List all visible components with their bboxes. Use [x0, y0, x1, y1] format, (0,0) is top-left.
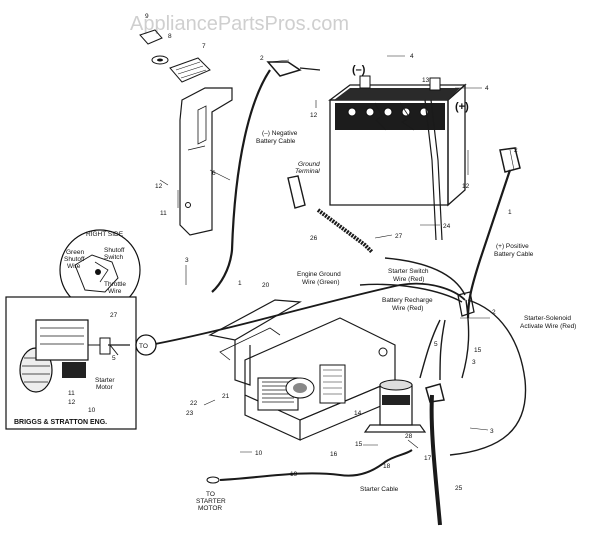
starter-switch-label-2: Wire (Red) — [393, 276, 424, 283]
right-side-label: RIGHT SIDE — [86, 231, 124, 238]
starter-motor-label-1: Starter — [95, 377, 115, 384]
throttle-label-2: Wire — [108, 288, 122, 295]
to-starter-label-2: STARTER — [196, 498, 226, 505]
callout-3b: 3 — [472, 359, 476, 366]
callout-12a: 12 — [310, 112, 318, 119]
callout-10a: 10 — [88, 407, 96, 414]
callout-26: 26 — [310, 235, 318, 242]
callout-27b: 27 — [110, 312, 118, 319]
ground-terminal-label-2: Terminal — [295, 168, 320, 175]
starter-switch-label-1: Starter Switch — [388, 268, 429, 275]
callout-7: 7 — [202, 43, 206, 50]
callout-1b: 1 — [238, 280, 242, 287]
ground-terminal-label-1: Ground — [298, 161, 320, 168]
starter-cable-label: Starter Cable — [360, 486, 399, 493]
callout-20: 20 — [262, 282, 270, 289]
negative-terminal-label: (–) — [352, 64, 366, 76]
callout-3a: 3 — [185, 257, 189, 264]
positive-terminal-label: (+) — [455, 101, 469, 113]
callout-15a: 15 — [474, 347, 482, 354]
callout-22: 22 — [190, 400, 198, 407]
callout-5b: 5 — [434, 341, 438, 348]
callout-2a: 2 — [260, 55, 264, 62]
to-starter-label-3: MOTOR — [198, 505, 222, 512]
callout-19: 19 — [290, 471, 298, 478]
battery — [328, 75, 467, 207]
callout-6: 6 — [212, 170, 216, 177]
knob-assembly — [139, 29, 211, 83]
engine-ground-label-2: Wire (Green) — [302, 279, 340, 286]
shutoff-switch-label-2: Switch — [104, 254, 124, 261]
right-side-inset — [59, 229, 141, 311]
engine — [19, 319, 119, 393]
callout-18: 18 — [383, 463, 391, 470]
callout-25: 25 — [455, 485, 463, 492]
callout-2b: 2 — [514, 147, 518, 154]
starter-motor-label-2: Motor — [96, 384, 113, 391]
neg-cable-label-2: Battery Cable — [256, 138, 296, 145]
callout-12d: 12 — [68, 399, 76, 406]
callout-13: 13 — [422, 77, 430, 84]
callout-17: 17 — [424, 455, 432, 462]
engine-ground-label-1: Engine Ground — [297, 271, 341, 278]
pos-cable-label-1: (+) Positive — [496, 243, 529, 250]
callout-15b: 15 — [355, 441, 363, 448]
regulator-coil — [257, 347, 388, 411]
callout-10b: 10 — [255, 450, 263, 457]
callout-4b: 4 — [485, 85, 489, 92]
callout-11a: 11 — [160, 210, 167, 217]
callout-21: 21 — [222, 393, 230, 400]
solenoid-label-2: Activate Wire (Red) — [520, 323, 576, 330]
throttle-label-1: Throttle — [104, 281, 126, 288]
callout-5: 5 — [112, 355, 116, 362]
solenoid-label-1: Starter-Solenoid — [524, 315, 571, 322]
neg-cable-label-1: (–) Negative — [262, 130, 298, 137]
callout-2c: 2 — [492, 309, 496, 316]
callout-3c: 3 — [490, 428, 494, 435]
recharge-label-2: Wire (Red) — [392, 305, 423, 312]
callout-1: 1 — [508, 209, 512, 216]
callout-8: 8 — [168, 33, 172, 40]
callout-24: 24 — [443, 223, 451, 230]
shutoff-switch-label-1: Shutoff — [104, 247, 125, 254]
recharge-label-1: Battery Recharge — [382, 297, 433, 304]
starter-solenoid — [363, 379, 427, 433]
callout-14: 14 — [354, 410, 362, 417]
callout-27a: 27 — [395, 233, 403, 240]
to-connector — [135, 334, 157, 356]
pos-cable-label-2: Battery Cable — [494, 251, 534, 258]
mounting-pan — [208, 299, 396, 441]
callout-12b: 12 — [462, 183, 470, 190]
watermark: AppliancePartsPros.com — [130, 13, 349, 35]
callout-4a: 4 — [410, 53, 414, 60]
green-shutoff-label-2: Shutoff — [64, 256, 85, 263]
callout-12c: 12 — [155, 183, 163, 190]
callout-11b: 11 — [68, 390, 75, 397]
to-connector-label: TO — [139, 343, 148, 350]
to-starter-label-1: TO — [206, 491, 215, 498]
callout-9: 9 — [145, 13, 149, 20]
engine-label: BRIGGS & STRATTON ENG. — [14, 419, 107, 426]
callout-16: 16 — [330, 451, 338, 458]
callout-28: 28 — [405, 433, 413, 440]
green-shutoff-label-3: Wire — [67, 263, 81, 270]
callout-23: 23 — [186, 410, 194, 417]
battery-bracket — [179, 87, 233, 236]
green-shutoff-label-1: Green — [66, 249, 84, 256]
